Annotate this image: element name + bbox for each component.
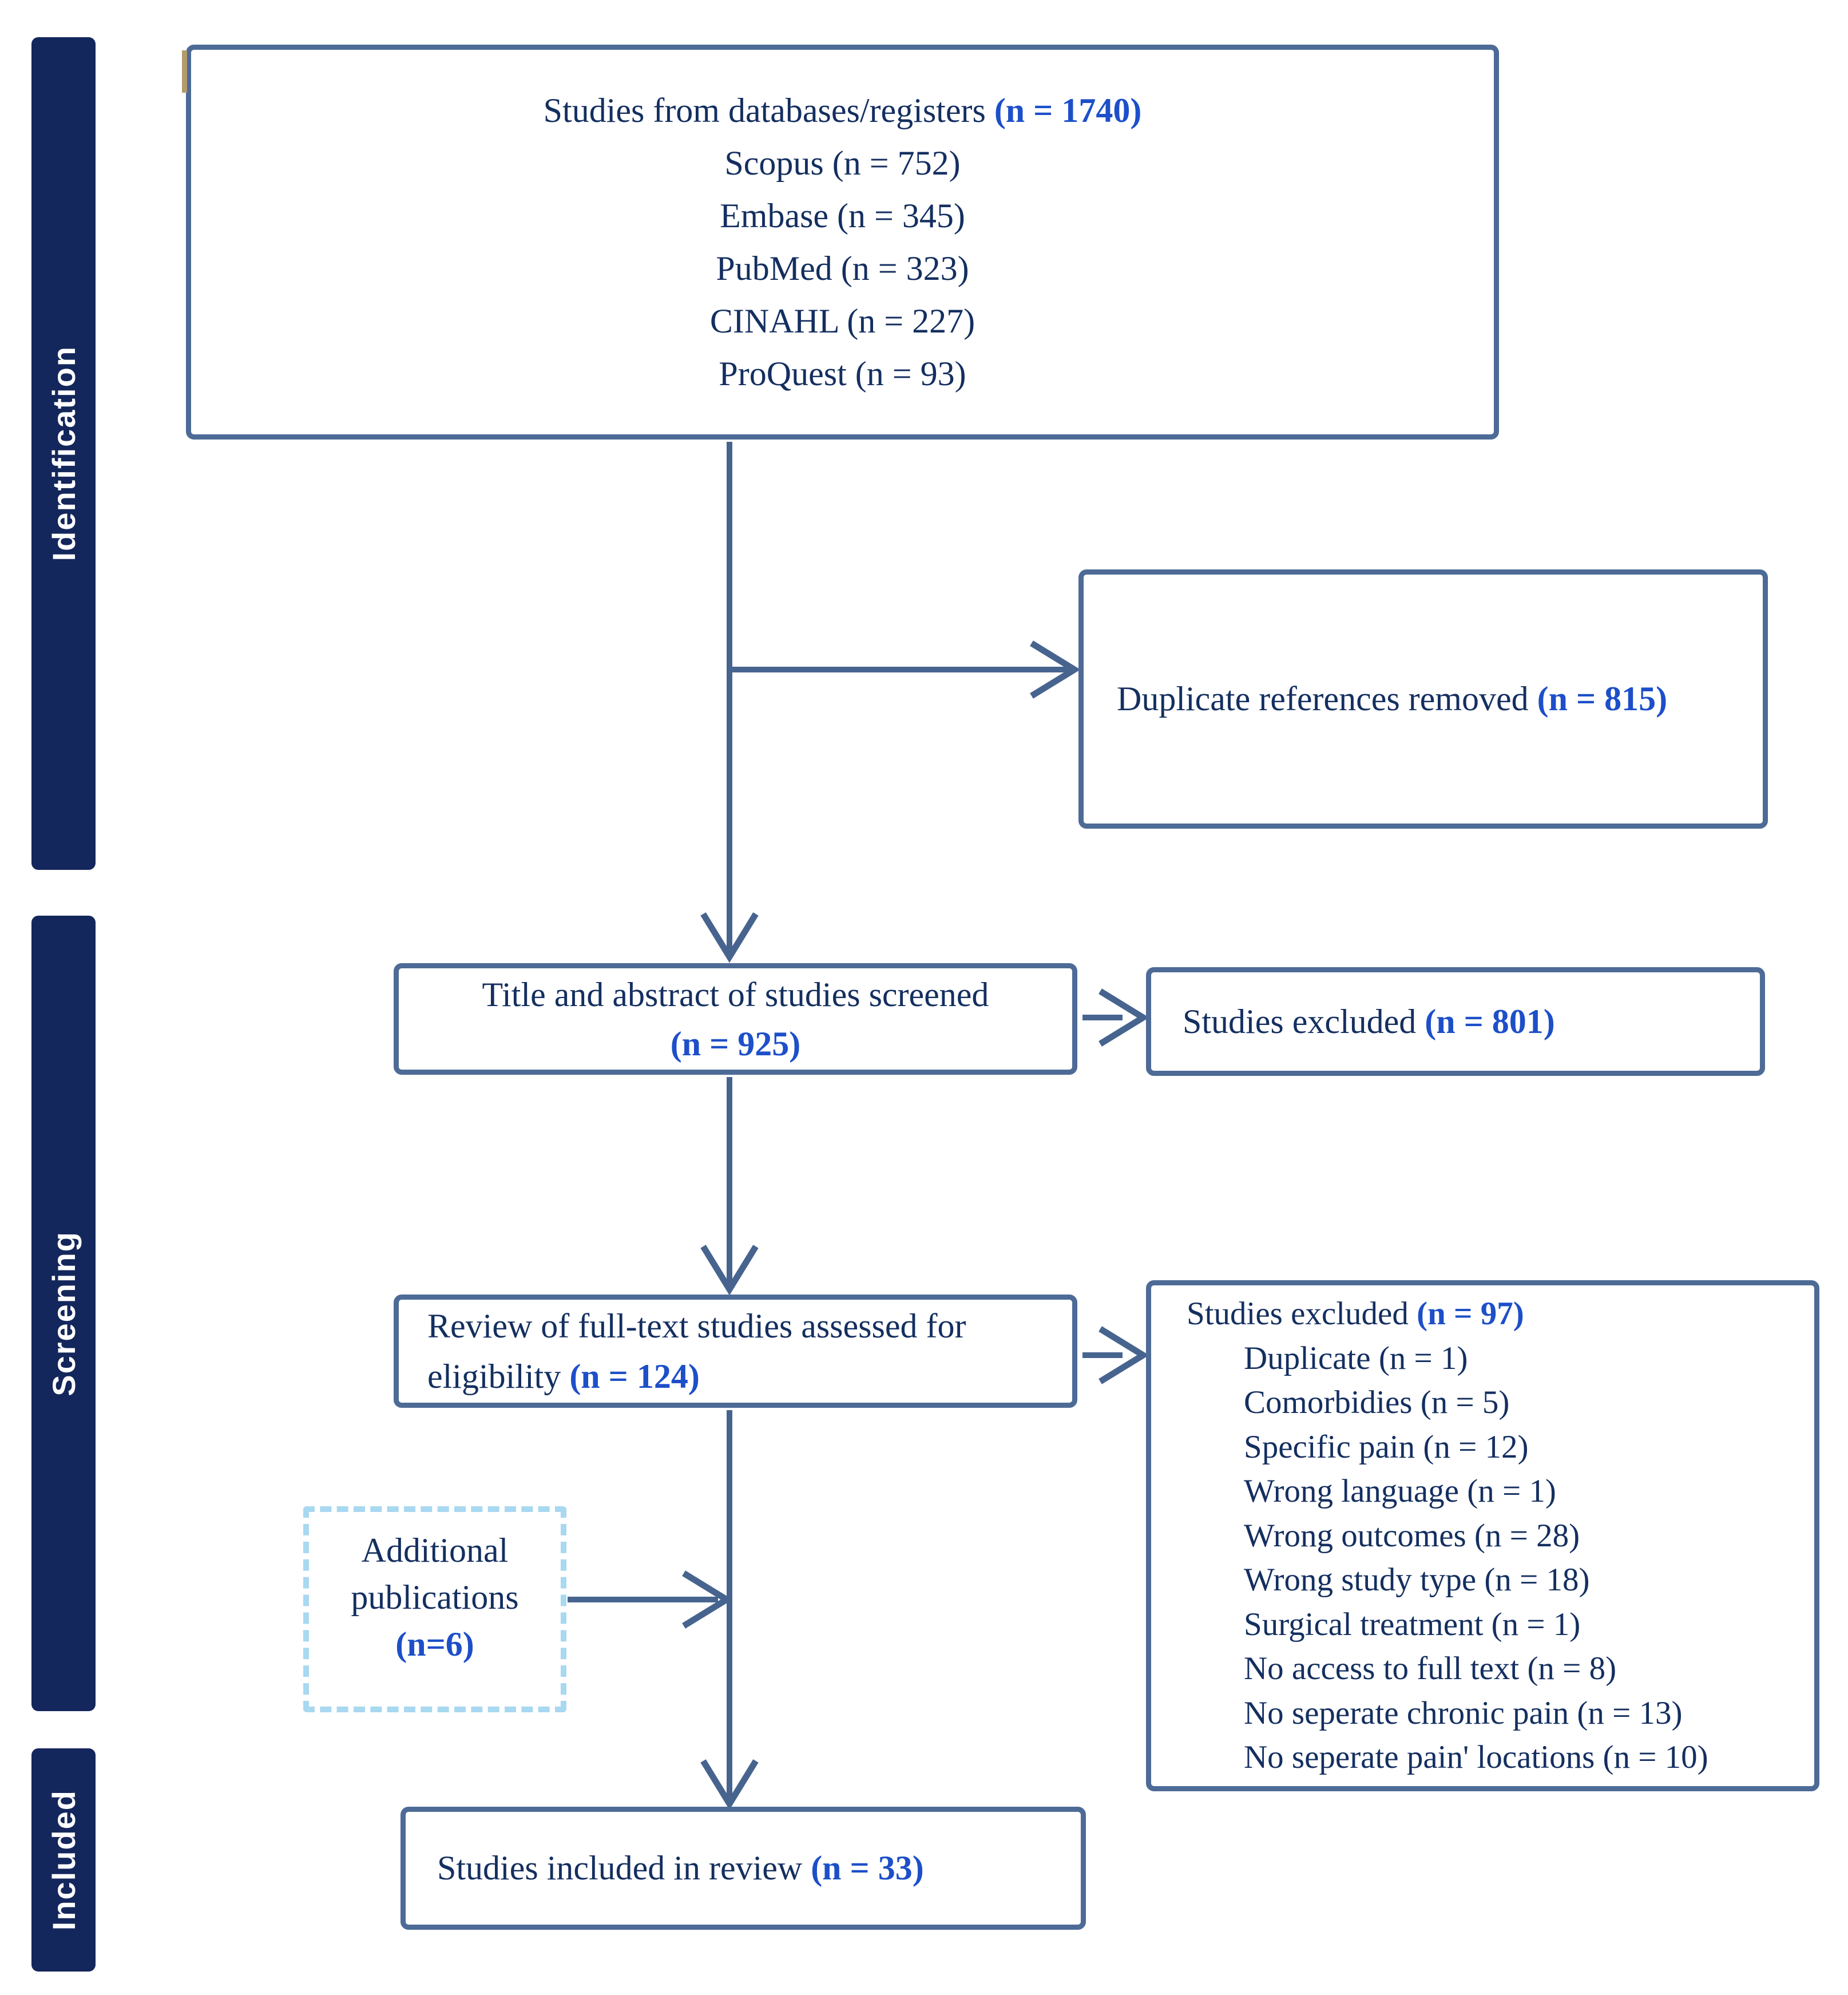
source-embase: Embase (n = 345) (720, 197, 965, 235)
databases-count: (n = 1740) (994, 92, 1142, 129)
excluded-fulltext-label: Studies excluded (n = 97) (1187, 1296, 1524, 1332)
exclusion-reason: No seperate pain' locations (n = 10) (1244, 1739, 1708, 1776)
exclusion-reason: Specific pain (n = 12) (1244, 1428, 1529, 1465)
box-studies-included-review: Studies included in review (n = 33) (400, 1807, 1086, 1930)
excluded-fulltext-count: (n = 97) (1417, 1296, 1524, 1332)
stage-bar-screening: Screening (31, 916, 96, 1711)
exclusion-reason: Wrong outcomes (n = 28) (1244, 1517, 1580, 1554)
scan-artifact-mark (182, 50, 187, 93)
arrowhead-right-duplicates (1030, 640, 1081, 699)
arrowhead-down-screened (700, 912, 759, 963)
box-studies-excluded-screening: Studies excluded (n = 801) (1146, 967, 1765, 1076)
included-count: (n = 33) (811, 1849, 924, 1887)
source-pubmed: PubMed (n = 323) (716, 250, 969, 287)
additional-count: (n=6) (395, 1625, 474, 1663)
exclusion-reason: Comorbidies (n = 5) (1244, 1384, 1510, 1421)
additional-label-line2: publications (351, 1578, 519, 1616)
box-databases-registers: Studies from databases/registers (n = 17… (186, 45, 1499, 440)
box-duplicates-removed: Duplicate references removed (n = 815) (1078, 569, 1768, 829)
arrowhead-right-excluded97 (1099, 1326, 1149, 1384)
fulltext-count: (n = 124) (569, 1357, 700, 1395)
exclusion-reason: Duplicate (n = 1) (1244, 1340, 1468, 1376)
source-scopus: Scopus (n = 752) (724, 144, 961, 182)
source-proquest: ProQuest (n = 93) (719, 355, 966, 393)
stage-bar-included: Included (31, 1748, 96, 1972)
stage-label-screening: Screening (45, 1230, 82, 1396)
arrowhead-down-fulltext (700, 1245, 759, 1296)
exclusion-reason: No access to full text (n = 8) (1244, 1650, 1617, 1687)
screened-count: (n = 925) (670, 1024, 801, 1063)
screened-label: Title and abstract of studies screened (482, 975, 989, 1014)
exclusion-reason: Wrong language (n = 1) (1244, 1473, 1556, 1510)
source-cinahl: CINAHL (n = 227) (709, 302, 975, 340)
duplicates-label: Duplicate references removed (n = 815) (1117, 680, 1668, 718)
arrowhead-right-excluded801 (1099, 988, 1149, 1047)
exclusion-reason: No seperate chronic pain (n = 13) (1244, 1695, 1683, 1731)
arrowhead-down-included (700, 1759, 759, 1810)
databases-title: Studies from databases/registers (n = 17… (543, 92, 1142, 129)
excluded-screening-count: (n = 801) (1425, 1002, 1555, 1040)
fulltext-label-line1: Review of full-text studies assessed for (427, 1307, 966, 1345)
box-fulltext-eligibility: Review of full-text studies assessed for… (394, 1295, 1077, 1408)
excluded-screening-label: Studies excluded (n = 801) (1183, 1002, 1555, 1040)
fulltext-label-line2: eligibility (n = 124) (427, 1357, 700, 1395)
duplicates-count: (n = 815) (1537, 680, 1668, 718)
arrowhead-right-mainline (682, 1570, 733, 1629)
box-additional-publications: Additional publications (n=6) (303, 1506, 566, 1712)
exclusion-reason: Surgical treatment (n = 1) (1244, 1606, 1581, 1642)
box-studies-excluded-fulltext: Studies excluded (n = 97) Duplicate (n =… (1146, 1280, 1819, 1791)
additional-label-line1: Additional (361, 1531, 509, 1569)
stage-bar-identification: Identification (31, 37, 96, 870)
stage-label-included: Included (45, 1789, 82, 1931)
exclusion-reason: Wrong study type (n = 18) (1244, 1562, 1590, 1598)
included-label: Studies included in review (n = 33) (437, 1849, 924, 1887)
box-title-abstract-screened: Title and abstract of studies screened (… (394, 963, 1077, 1075)
stage-label-identification: Identification (45, 346, 82, 561)
